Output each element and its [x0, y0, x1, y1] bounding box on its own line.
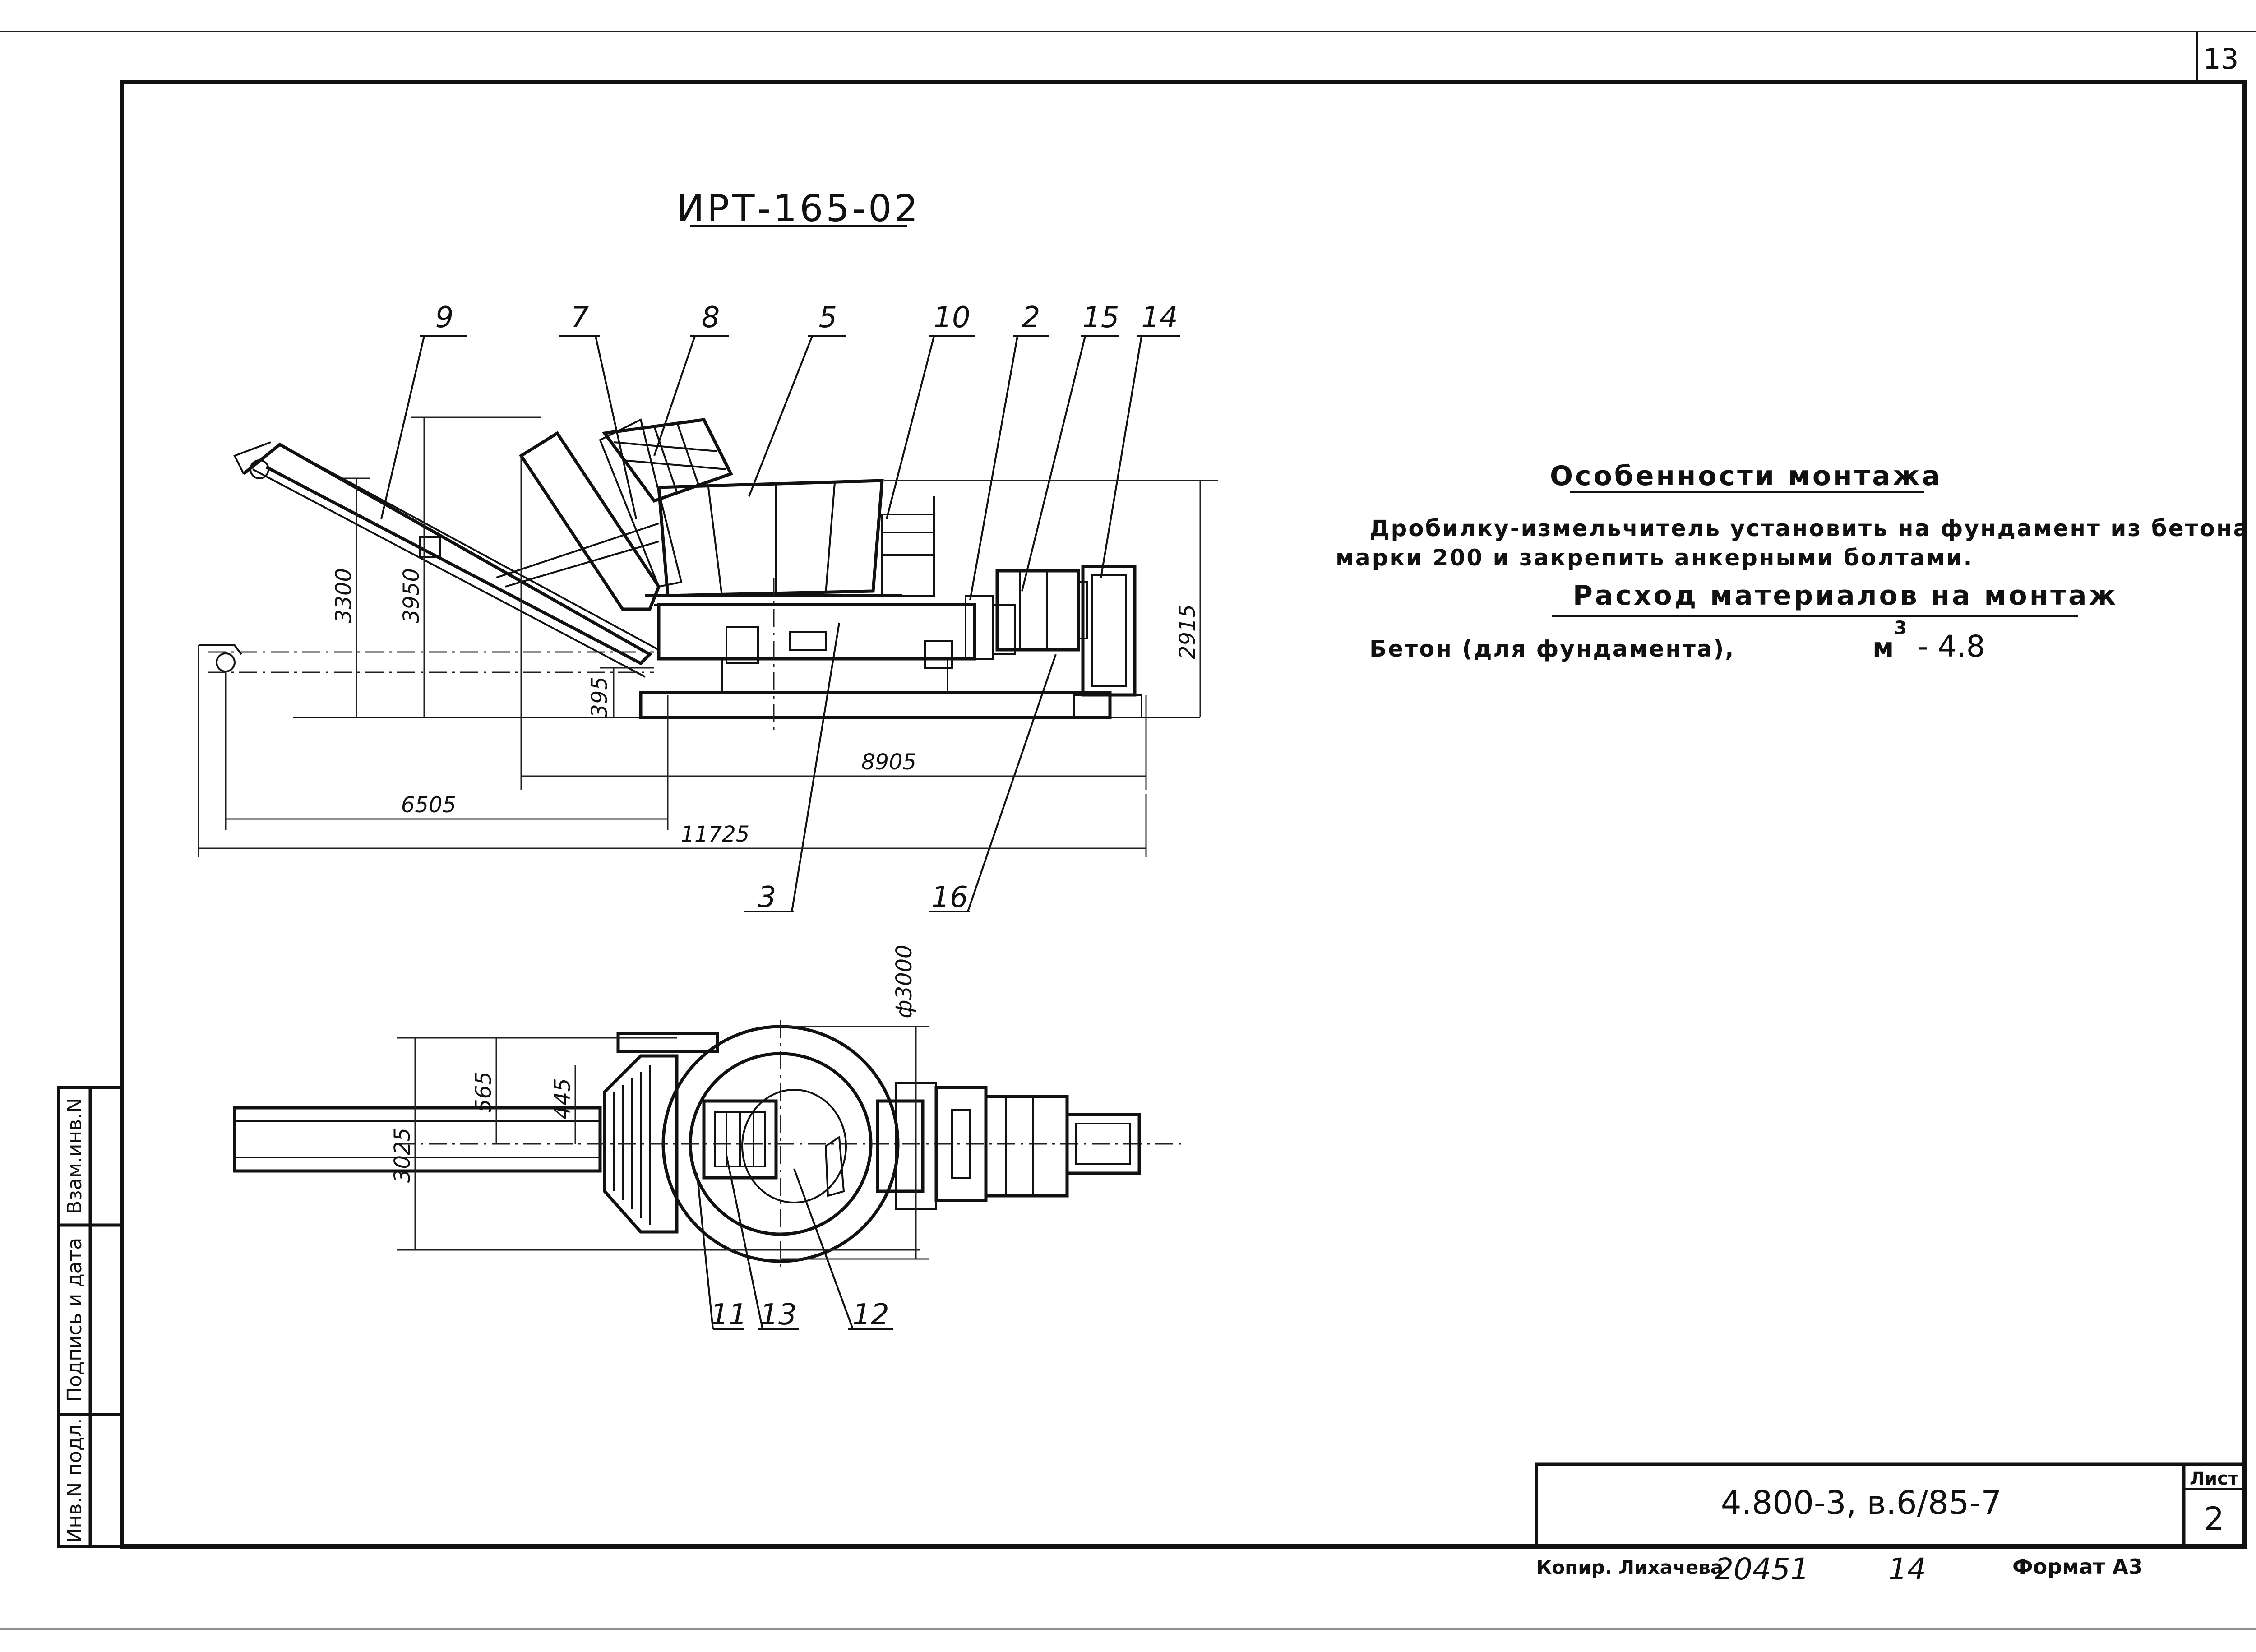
dim-d3000: ф3000 [892, 944, 917, 1018]
top-view-callouts: 11 13 12 [696, 1155, 893, 1332]
footer: Копир. Лихачева 20451 14 Формат А3 [1536, 1552, 2143, 1587]
callout-13: 13 [760, 1298, 796, 1332]
side-view-callouts: 9 7 8 5 10 2 15 14 3 16 [380, 301, 1180, 914]
sheet-label: Лист [2190, 1468, 2239, 1489]
callout-12: 12 [852, 1298, 889, 1332]
materials-value: - 4.8 [1918, 629, 1985, 664]
callout-10: 10 [934, 301, 970, 334]
copy-count: 14 [1888, 1552, 1926, 1587]
stamp-original-inventory: Инв.N подл. [63, 1418, 86, 1543]
sheet-number: 2 [2204, 1500, 2224, 1537]
callout-16: 16 [931, 881, 968, 914]
side-view-dimensions: 3300 3950 395 2915 8905 6505 11725 [198, 416, 1218, 857]
callout-2: 2 [1022, 301, 1040, 334]
dim-8905: 8905 [861, 750, 916, 775]
document-designation: 4.800-3, в.6/85-7 [1721, 1484, 2002, 1522]
dim-3025: 3025 [390, 1128, 415, 1183]
page-number: 13 [2203, 42, 2239, 75]
dim-445: 445 [550, 1078, 575, 1120]
dim-2915: 2915 [1175, 604, 1200, 659]
sheet-frame [0, 31, 2256, 1630]
top-view-drawing [233, 1020, 1182, 1268]
stamp-exchange-inventory: Взам.инв.N [63, 1098, 86, 1214]
materials-heading: Расход материалов на монтаж [1573, 580, 2118, 611]
callout-7: 7 [571, 301, 589, 334]
materials-item: Бетон (для фундамента), [1369, 636, 1735, 662]
model-title: ИРТ-165-02 [677, 187, 921, 230]
installation-line2: марки 200 и закрепить анкерными болтами. [1336, 545, 1974, 571]
side-stamp: Взам.инв.N Подпись и дата Инв.N подл. [57, 1086, 124, 1548]
copied-by: Копир. Лихачева [1536, 1556, 1723, 1578]
side-view-drawing [199, 418, 1200, 731]
dim-3950: 3950 [399, 568, 424, 623]
dim-395: 395 [587, 676, 612, 718]
dim-6505: 6505 [401, 792, 456, 818]
installation-heading: Особенности монтажа [1550, 460, 1942, 492]
installation-line1: Дробилку-измельчитель установить на фунд… [1369, 515, 2250, 541]
order-number: 20451 [1715, 1552, 1809, 1587]
paper-format: Формат А3 [2012, 1555, 2143, 1579]
callout-5: 5 [819, 301, 837, 334]
dim-11725: 11725 [681, 822, 750, 847]
callout-14: 14 [1141, 301, 1178, 334]
installation-notes: Особенности монтажа Дробилку-измельчител… [1336, 460, 2250, 664]
callout-11: 11 [710, 1298, 747, 1332]
callout-15: 15 [1082, 301, 1119, 334]
title-block: 4.800-3, в.6/85-7 Лист 2 [1535, 1462, 2247, 1548]
dim-565: 565 [471, 1071, 496, 1113]
callout-9: 9 [435, 301, 454, 334]
callout-8: 8 [702, 301, 720, 334]
callout-3: 3 [758, 881, 777, 914]
materials-exponent: 3 [1894, 618, 1907, 639]
top-view-dimensions: ф3000 565 445 3025 [390, 944, 929, 1260]
dim-3300: 3300 [331, 568, 356, 623]
stamp-signature-date: Подпись и дата [63, 1238, 86, 1402]
materials-unit: м [1872, 632, 1894, 663]
